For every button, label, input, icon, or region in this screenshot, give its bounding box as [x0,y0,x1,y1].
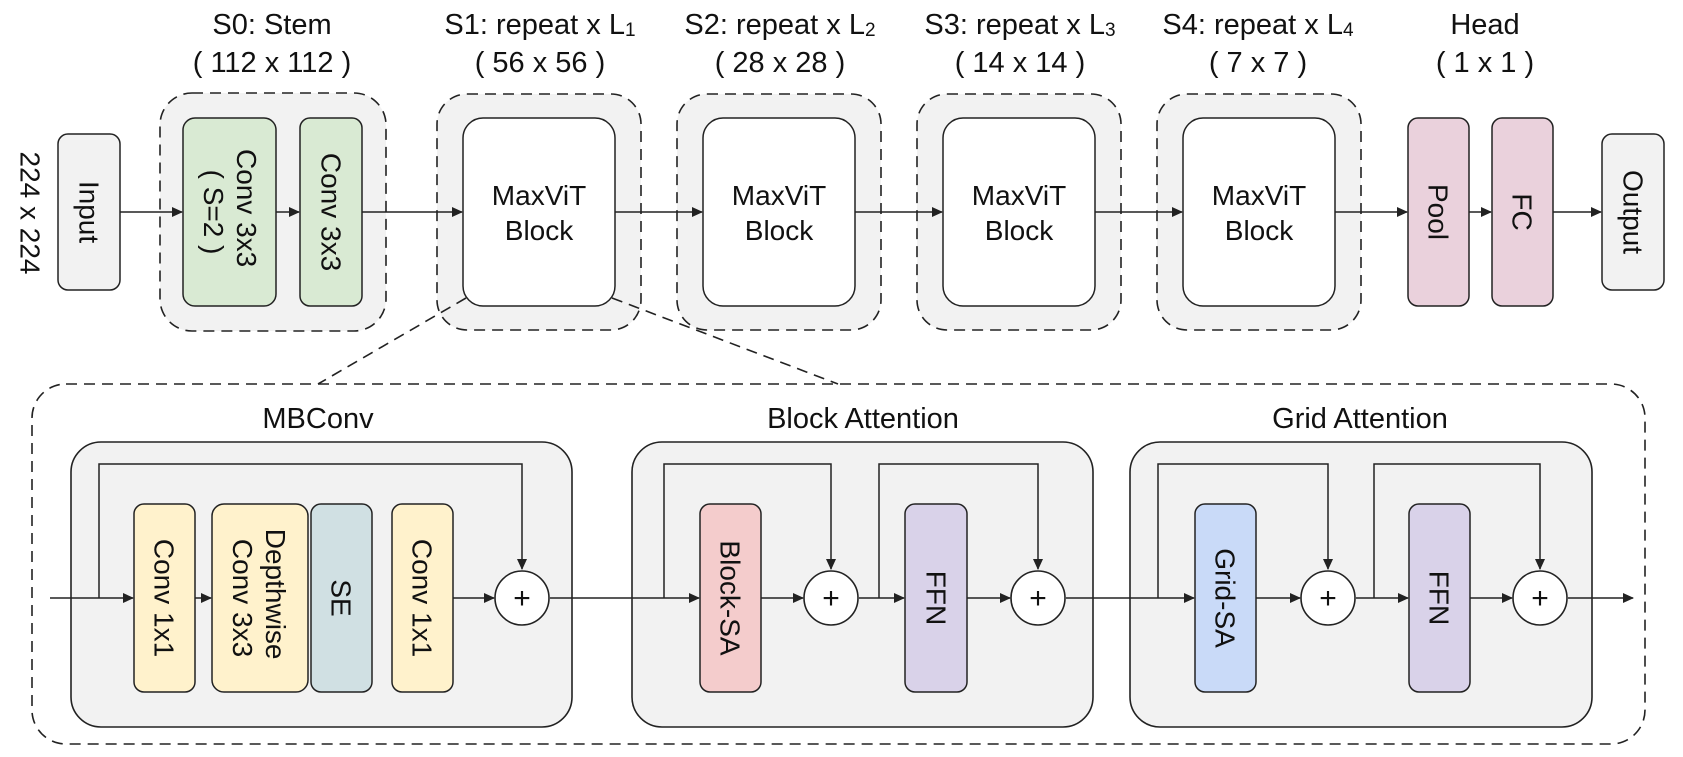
output-label: Output [1618,170,1649,254]
fc-label: FC [1507,193,1538,230]
stage-s1-title: S1: repeat x L1 [444,9,635,41]
input-size-label: 224 x 224 [15,152,46,275]
stage-s1-size: ( 56 x 56 ) [475,47,606,79]
mbconv-depthwise-conv-label: Depthwise Conv 3x3 [227,529,291,668]
residual-add-3-symbol: + [1029,582,1047,615]
mbconv-title: MBConv [262,403,374,435]
skip-grid-sa [1157,463,1333,598]
block-attention-title: Block Attention [767,403,959,435]
head-title: Head [1450,9,1519,41]
stage-s2-title: S2: repeat x L2 [684,9,875,41]
mbconv-se-label: SE [326,579,357,616]
grid-sa-label: Grid-SA [1210,548,1241,648]
maxvit-block-s2 [702,117,856,307]
ffn-label-2: FFN [1424,571,1455,625]
residual-add-4: + [1300,570,1356,626]
maxvit-block-s3 [942,117,1096,307]
residual-add-3: + [1010,570,1066,626]
stage-s4-title: S4: repeat x L4 [1162,9,1354,41]
residual-add-2-symbol: + [822,582,840,615]
residual-add-5-symbol: + [1531,582,1549,615]
ffn-label-1: FFN [921,571,952,625]
residual-add-1: + [494,570,550,626]
skip-ffn-1 [878,463,1043,598]
output-box [1601,133,1665,291]
stem-conv-stride2-label: Conv 3x3 ( S=2 ) [198,149,262,275]
mbconv-conv1x1-a-label: Conv 1x1 [149,539,180,657]
zoom-line-left [317,297,467,385]
residual-add-1-symbol: + [513,582,531,615]
mbconv-conv1x1-b-label: Conv 1x1 [407,539,438,657]
residual-add-5: + [1512,570,1568,626]
stem-conv-label: Conv 3x3 [316,153,347,271]
stage-s3-title: S3: repeat x L3 [924,9,1115,41]
skip-ffn-2 [1373,463,1545,598]
residual-add-4-symbol: + [1319,582,1337,615]
mbconv-se [310,503,373,693]
stage-s0-title: S0: Stem [212,9,331,41]
stage-s4-size: ( 7 x 7 ) [1209,47,1307,79]
head-size: ( 1 x 1 ) [1436,47,1534,79]
grid-attention-title: Grid Attention [1272,403,1448,435]
block-sa-label: Block-SA [715,540,746,655]
maxvit-block-s4 [1182,117,1336,307]
input-label: Input [74,181,105,243]
pool-label: Pool [1423,184,1454,240]
residual-add-2: + [803,570,859,626]
stage-s2-size: ( 28 x 28 ) [715,47,846,79]
stage-s3-size: ( 14 x 14 ) [955,47,1086,79]
mbconv-depthwise-conv [211,503,309,693]
stage-s0-size: ( 112 x 112 ) [193,47,352,79]
zoom-line-right [611,297,839,385]
skip-mbconv [98,463,527,598]
maxvit-block-s1 [462,117,616,307]
skip-block-sa [663,463,836,598]
